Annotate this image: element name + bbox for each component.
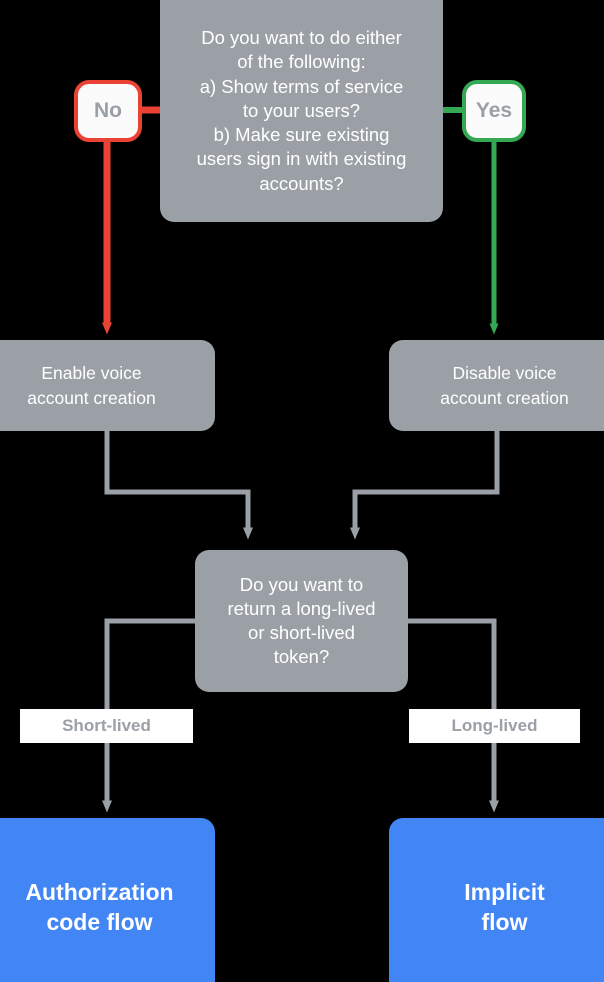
process-node-disable-voice-account-creation[interactable]: Disable voice account creation — [389, 340, 604, 431]
terminal-node-implicit-flow-text: Implicit flow — [464, 879, 545, 935]
edge-label-short-lived-text: Short-lived — [62, 716, 151, 735]
answer-pill-no[interactable]: No — [74, 80, 142, 142]
decision-node-user-experience-text: Do you want to do either of the followin… — [196, 27, 407, 194]
terminal-node-authorization-code-flow[interactable]: Authorization code flow — [0, 818, 215, 982]
answer-pill-yes-label: Yes — [475, 99, 513, 122]
terminal-node-implicit-flow[interactable]: Implicit flow — [389, 818, 604, 982]
process-node-enable-voice-account-creation-text: Enable voice account creation — [27, 363, 156, 408]
answer-pill-yes[interactable]: Yes — [462, 80, 526, 142]
answer-pill-no-label: No — [94, 99, 122, 122]
decision-node-token-lifetime[interactable]: Do you want to return a long-lived or sh… — [195, 550, 408, 692]
decision-node-token-lifetime-text: Do you want to return a long-lived or sh… — [227, 573, 376, 668]
edge-label-long-lived: Long-lived — [409, 709, 580, 743]
edge-label-short-lived: Short-lived — [20, 709, 193, 743]
edge-label-long-lived-text: Long-lived — [451, 716, 538, 735]
edge-enable-to-token — [104, 431, 253, 540]
process-node-disable-voice-account-creation-text: Disable voice account creation — [440, 363, 569, 408]
decision-node-user-experience[interactable]: Do you want to do either of the followin… — [160, 0, 443, 222]
process-node-enable-voice-account-creation[interactable]: Enable voice account creation — [0, 340, 215, 431]
edge-disable-to-token — [350, 431, 500, 540]
terminal-node-authorization-code-flow-text: Authorization code flow — [25, 879, 174, 935]
